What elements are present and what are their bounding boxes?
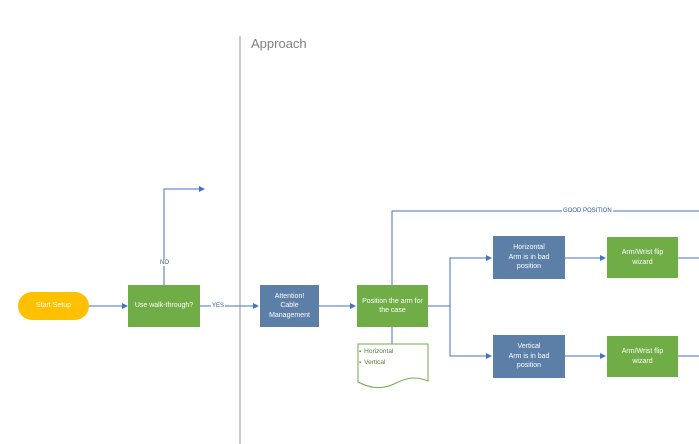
document-list-item: Horizontal <box>359 347 393 358</box>
connector-no-branch <box>163 186 205 285</box>
document-list-item: Vertical <box>359 358 393 369</box>
attention-cable-management-node[interactable]: Attention! Cable Management <box>260 285 319 327</box>
edge-label-yes: YES <box>211 303 226 309</box>
use-walkthrough-decision[interactable]: Use walk-through? <box>128 285 200 327</box>
flip-wizard-bottom-node[interactable]: Arm/Wrist flip wizard <box>607 336 678 377</box>
document-list: Horizontal Vertical <box>359 347 393 368</box>
horizontal-bad-position-node[interactable]: Horizontal Arm is in bad position <box>493 236 565 279</box>
vertical-bad-position-node[interactable]: Vertical Arm is in bad position <box>493 335 565 378</box>
flip-wizard-top-node[interactable]: Arm/Wrist flip wizard <box>607 237 678 278</box>
connector-split-vertical <box>449 306 492 359</box>
edge-label-good-position: GOOD POSITION <box>562 208 613 214</box>
position-arm-node[interactable]: Position the arm for the case <box>357 285 428 327</box>
lane-title: Approach <box>251 36 307 51</box>
connector-split-horizontal <box>449 255 492 306</box>
start-setup-node[interactable]: Start Setup <box>18 292 89 320</box>
edge-label-no: NO <box>159 260 170 266</box>
